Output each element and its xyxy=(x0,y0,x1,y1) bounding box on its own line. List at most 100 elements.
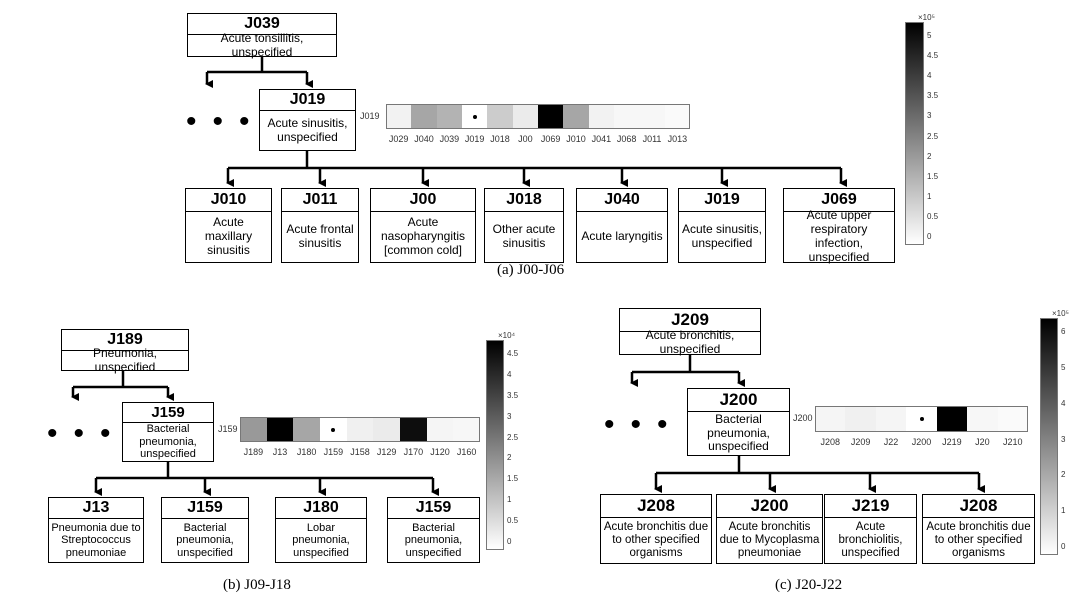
heatmap-tick-label: J069 xyxy=(540,134,561,144)
node-desc: Acute upper respiratory infection, unspe… xyxy=(806,208,872,264)
heatmap-cell xyxy=(487,104,514,129)
heatmap-cell xyxy=(639,104,666,129)
node-desc: Acute sinusitis, unspecified xyxy=(267,115,348,144)
colorbar-tick-label: 4 xyxy=(1061,398,1066,408)
heatmap-tick-label: J200 xyxy=(911,437,932,447)
node-desc: Acute bronchitis due to Mycoplasma pneum… xyxy=(719,520,820,560)
mid-node: J159 Bacterial pneumonia, unspecified xyxy=(122,402,214,462)
colorbar-tick-label: 2.5 xyxy=(927,131,939,141)
heatmap-tick-label: J159 xyxy=(323,447,344,457)
node-desc: Acute bronchitis, unspecified xyxy=(645,328,735,356)
colorbar-tick-label: 0 xyxy=(507,537,512,546)
heatmap-cell xyxy=(411,104,438,129)
heatmap-tick-label: J170 xyxy=(403,447,424,457)
heatmap-marker-dot xyxy=(331,427,336,432)
heatmap-marker-dot xyxy=(919,417,924,421)
ellipsis-icon: ••• xyxy=(47,417,127,450)
colorbar-tick-label: 2 xyxy=(927,151,932,161)
heatmap-cell xyxy=(240,417,268,442)
colorbar-tick-label: 0 xyxy=(927,232,932,241)
colorbar-tick-label: 5 xyxy=(927,31,932,40)
heatmap-cell xyxy=(512,104,539,129)
heatmap-marker-dot xyxy=(472,114,477,119)
heatmap-tick-label: J129 xyxy=(376,447,397,457)
heatmap-cell xyxy=(588,104,615,129)
heatmap-tick-label: J040 xyxy=(414,134,434,144)
colorbar-tick-label: 1.5 xyxy=(507,474,519,484)
heatmap-cell xyxy=(845,406,877,432)
heatmap-tick-label: J068 xyxy=(616,134,637,144)
colorbar-tick-label: 2.5 xyxy=(507,432,519,442)
node-code: J200 xyxy=(688,389,789,412)
parent-node: J209 Acute bronchitis, unspecified xyxy=(619,308,761,356)
heatmap-cell xyxy=(346,417,374,442)
heatmap-cell xyxy=(266,417,294,442)
node-desc: Acute nasopharyngitis [common cold] xyxy=(380,215,466,257)
colorbar-exponent: ×10⁵ xyxy=(918,13,935,22)
node-code: J039 xyxy=(188,14,336,35)
heatmap-tick-label: J039 xyxy=(439,134,460,144)
parent-node: J039 Acute tonsillitis, unspecified xyxy=(187,13,337,59)
heatmap-cell xyxy=(400,417,428,442)
colorbar-tick-label: 1.5 xyxy=(927,171,939,181)
node-code: J010 xyxy=(186,189,271,212)
node-code: J069 xyxy=(784,189,894,212)
heatmap-tick-label: J210 xyxy=(1003,437,1023,447)
node-desc: Acute bronchiolitis, unspecified xyxy=(838,520,903,560)
node-desc: Acute frontal sinusitis xyxy=(286,222,354,250)
node-code: J208 xyxy=(601,495,711,518)
heatmap-tick-label: J20 xyxy=(975,437,990,447)
colorbar-tick-label: 3 xyxy=(927,111,932,121)
panel-caption: (a) J00-J06 xyxy=(497,262,565,278)
heatmap-tick-label: J011 xyxy=(642,134,662,144)
node-desc: Acute laryngitis xyxy=(581,229,663,244)
node-desc: Acute sinusitis, unspecified xyxy=(681,222,763,250)
node-code: J159 xyxy=(162,498,248,519)
node-desc: Acute maxillary sinusitis xyxy=(204,215,253,257)
colorbar xyxy=(905,22,924,245)
colorbar-tick-label: 2 xyxy=(507,453,512,463)
parent-node: J189 Pneumonia, unspecified xyxy=(61,329,189,373)
heatmap-cell xyxy=(538,104,564,129)
colorbar-tick-label: 3 xyxy=(1061,434,1066,444)
node-desc: Lobar pneumonia, unspecified xyxy=(292,521,350,559)
mid-node: J019 Acute sinusitis, unspecified xyxy=(259,89,356,151)
heatmap-tick-label: J013 xyxy=(667,134,688,144)
node-code: J018 xyxy=(485,189,563,212)
colorbar-tick-label: 4.5 xyxy=(507,349,519,358)
node-code: J019 xyxy=(260,90,355,111)
heatmap-cell xyxy=(664,104,691,129)
node-code: J159 xyxy=(123,403,213,423)
node-code: J219 xyxy=(825,495,916,518)
node-code: J13 xyxy=(49,498,143,519)
heatmap-strip xyxy=(815,406,1028,432)
heatmap-cell xyxy=(386,104,412,129)
node-desc: Bacterial pneumonia, unspecified xyxy=(176,521,234,559)
heatmap-tick-label: J180 xyxy=(296,447,317,457)
node-code: J011 xyxy=(282,189,358,212)
node-desc: Acute tonsillitis, unspecified xyxy=(220,30,304,59)
colorbar-tick-label: 1 xyxy=(507,495,512,505)
heatmap-cell xyxy=(373,417,401,442)
mid-node: J200 Bacterial pneumonia, unspecified xyxy=(687,388,790,456)
node-code: J200 xyxy=(717,495,822,518)
heatmap-cell xyxy=(293,417,321,442)
heatmap-strip xyxy=(386,104,690,129)
heatmap-tick-label: J13 xyxy=(272,447,288,457)
heatmap-tick-label: J158 xyxy=(350,447,370,457)
colorbar-tick-label: 4 xyxy=(507,369,512,379)
ellipsis-icon: ••• xyxy=(186,105,266,138)
colorbar-tick-label: 0.5 xyxy=(927,211,939,221)
node-desc: Bacterial pneumonia, unspecified xyxy=(707,411,770,454)
colorbar-tick-label: 3 xyxy=(507,411,512,421)
heatmap-tick-label: J209 xyxy=(850,437,871,447)
colorbar xyxy=(1040,318,1058,555)
panel-caption: (b) J09-J18 xyxy=(223,577,291,593)
node-code: J00 xyxy=(371,189,475,212)
